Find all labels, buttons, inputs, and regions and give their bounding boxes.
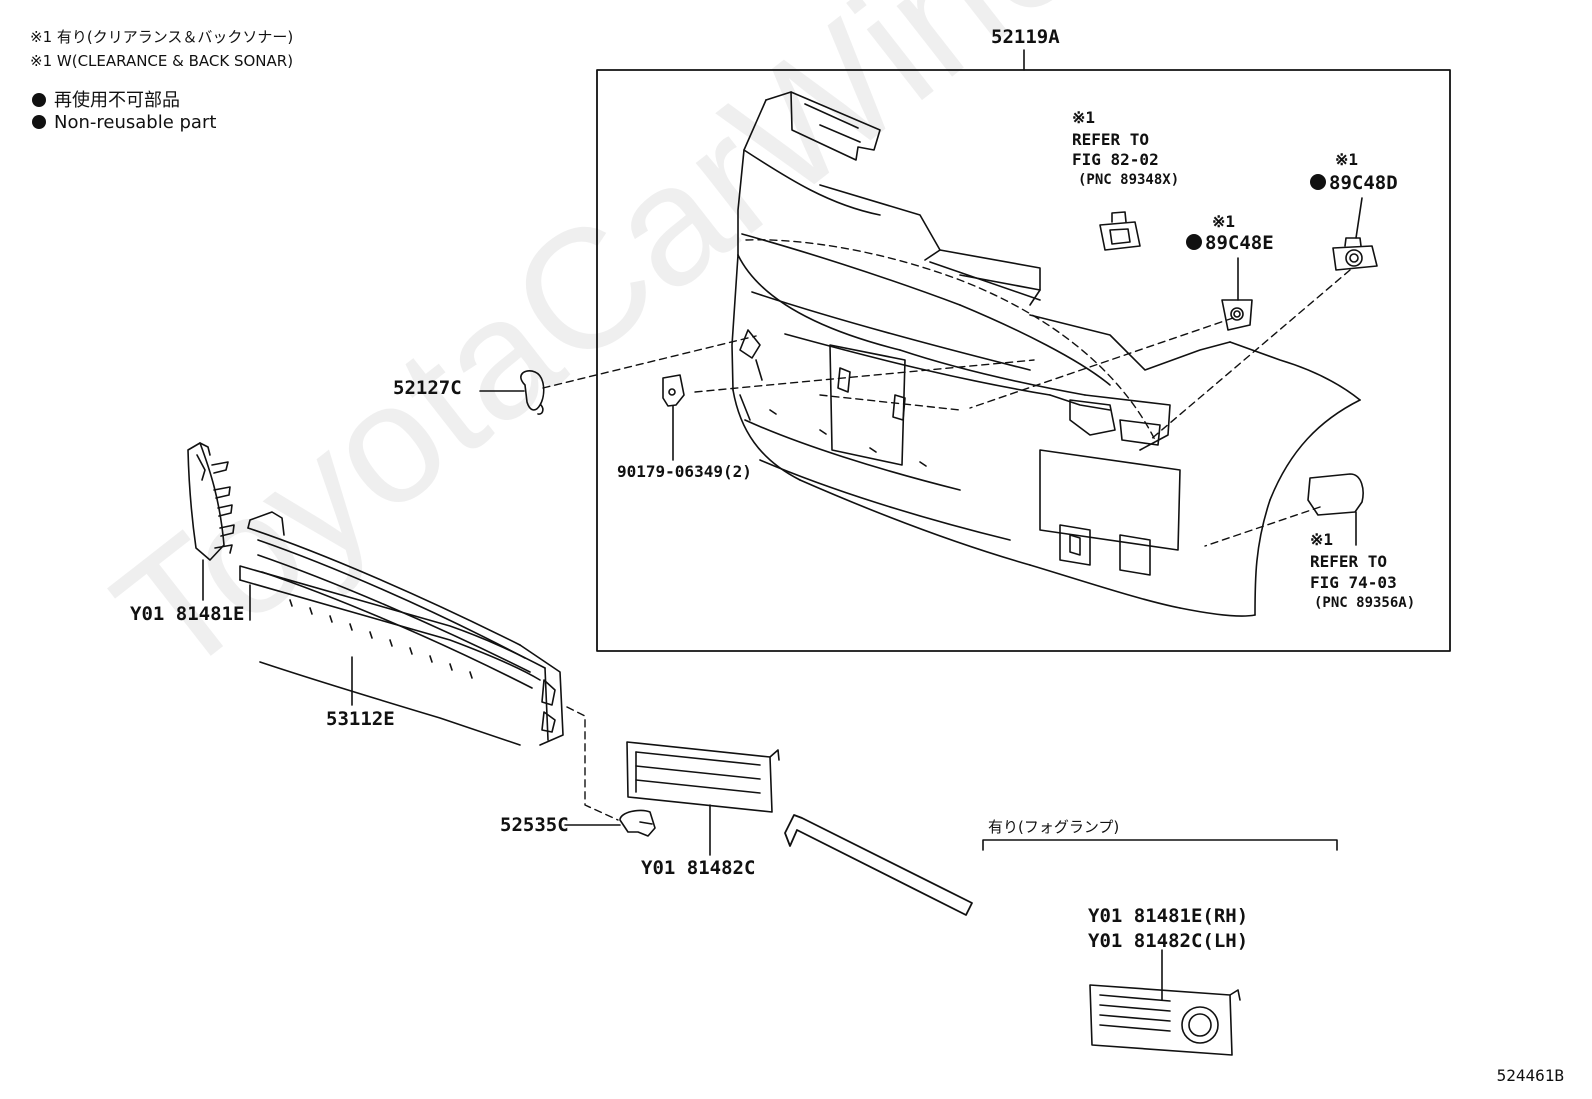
part-89c48e-drawing	[1221, 257, 1253, 331]
note-english: ※1 W(CLEARANCE & BACK SONAR)	[30, 52, 294, 70]
direction-arrow	[784, 814, 973, 916]
ref1-line1: REFER TO	[1072, 130, 1150, 149]
label-52127c[interactable]: 52127C	[393, 377, 462, 399]
note-japanese: ※1 有り(クリアランス＆バックソナー)	[30, 28, 294, 46]
part-foglamp-grille-drawing	[1089, 949, 1241, 1056]
non-reusable-icon	[1310, 174, 1326, 190]
mark-89c48d: ※1	[1335, 150, 1359, 169]
ref2-line1: REFER TO	[1310, 552, 1388, 571]
ref2-line3: (PNC 89356A)	[1314, 595, 1416, 611]
legend-english-text: Non-reusable part	[54, 112, 217, 133]
label-89c48d[interactable]: 89C48D	[1310, 172, 1398, 194]
part-side-grille-drawing	[187, 442, 235, 601]
legend-japanese-text: 再使用不可部品	[54, 90, 180, 111]
label-fog-lh[interactable]: Y01 81482C(LH)	[1088, 930, 1249, 952]
ref2-mark: ※1	[1310, 530, 1334, 549]
foglamp-bracket	[982, 839, 1338, 851]
part-89356a-cover-drawing	[1307, 473, 1364, 546]
part-90179-drawing	[662, 374, 685, 461]
ref1-mark: ※1	[1072, 108, 1096, 127]
legend-english: Non-reusable part	[32, 112, 216, 133]
label-52535c[interactable]: 52535C	[500, 814, 569, 836]
label-side-grille[interactable]: Y01 81481E	[130, 603, 245, 625]
clip-dashed-leader	[566, 706, 619, 821]
label-90179[interactable]: 90179-06349(2)	[617, 462, 752, 481]
label-assembly[interactable]: 52119A	[991, 26, 1060, 48]
ref1-line3: (PNC 89348X)	[1078, 172, 1180, 188]
label-53112e[interactable]: 53112E	[326, 708, 395, 730]
mark-89c48e: ※1	[1212, 212, 1236, 231]
part-89c48d-drawing	[1332, 197, 1378, 271]
part-81482c-drawing	[626, 741, 780, 856]
part-89348x-drawing	[1099, 211, 1141, 251]
label-89c48d-text: 89C48D	[1329, 172, 1398, 194]
bumper-cover-drawing	[731, 91, 1361, 617]
part-52127c-drawing	[479, 370, 545, 415]
ref2-line2[interactable]: FIG 74-03	[1310, 573, 1397, 592]
label-fog-rh[interactable]: Y01 81481E(RH)	[1088, 905, 1249, 927]
foglamp-title: 有り(フォグランプ)	[988, 818, 1120, 836]
part-52535c-drawing	[564, 809, 656, 837]
non-reusable-icon	[1186, 234, 1202, 250]
part-53112e-drawing	[239, 511, 564, 746]
label-fog-cover[interactable]: Y01 81482C	[641, 857, 756, 879]
ref1-line2[interactable]: FIG 82-02	[1072, 150, 1159, 169]
bullet-icon	[32, 115, 46, 129]
assembly-dashed-leaders	[542, 239, 1351, 547]
diagram-code: 524461B	[1496, 1066, 1564, 1085]
label-89c48e[interactable]: 89C48E	[1186, 232, 1274, 254]
label-89c48e-text: 89C48E	[1205, 232, 1274, 254]
bullet-icon	[32, 93, 46, 107]
legend-japanese: 再使用不可部品	[32, 86, 180, 112]
